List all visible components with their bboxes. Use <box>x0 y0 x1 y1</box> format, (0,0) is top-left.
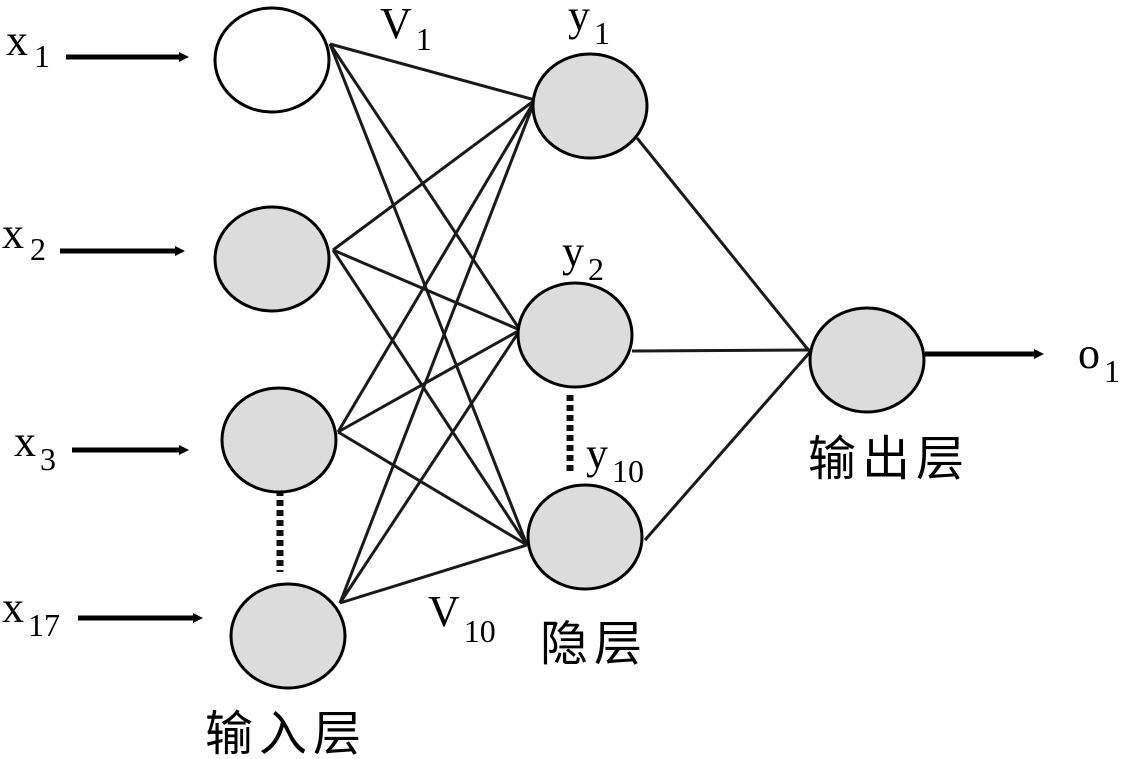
edge-x1-y2 <box>328 43 522 331</box>
hidden-layer-title: 隐层 <box>540 618 648 671</box>
input-to-hidden-connections <box>328 42 537 605</box>
edge-x1-y1 <box>329 42 536 102</box>
input-nodes <box>213 6 347 690</box>
edge-x2-y2 <box>332 248 521 332</box>
hidden-node-y10 <box>526 483 644 591</box>
edge-y2-o1 <box>631 348 811 353</box>
hidden-nodes <box>516 52 649 591</box>
hidden-node-y1 <box>531 52 649 160</box>
edge-y1-o1 <box>635 137 812 353</box>
hidden-node-y2 <box>516 281 634 389</box>
edge-x2-y1 <box>332 98 536 252</box>
input-layer-title: 输入层 <box>205 708 367 759</box>
input-node-x2 <box>213 205 331 313</box>
hidden-to-output-connections <box>631 137 812 541</box>
output-nodes <box>808 306 926 414</box>
edge-x3-y1 <box>336 99 537 433</box>
output-node-o1 <box>808 306 926 414</box>
edge-x17-y2 <box>338 329 522 604</box>
edge-x17-y10 <box>339 543 528 605</box>
edge-x1-y10 <box>328 43 529 546</box>
input-node-x3 <box>220 386 338 494</box>
output-layer-title: 输出层 <box>808 433 970 486</box>
edge-x17-y1 <box>338 99 537 604</box>
input-node-x17 <box>229 582 347 690</box>
edge-x3-y2 <box>337 328 521 434</box>
input-arrows <box>60 52 203 623</box>
edge-x2-y10 <box>331 249 529 546</box>
edge-y10-o1 <box>643 351 812 541</box>
edge-x3-y10 <box>337 430 528 547</box>
input-node-x1 <box>213 6 331 114</box>
